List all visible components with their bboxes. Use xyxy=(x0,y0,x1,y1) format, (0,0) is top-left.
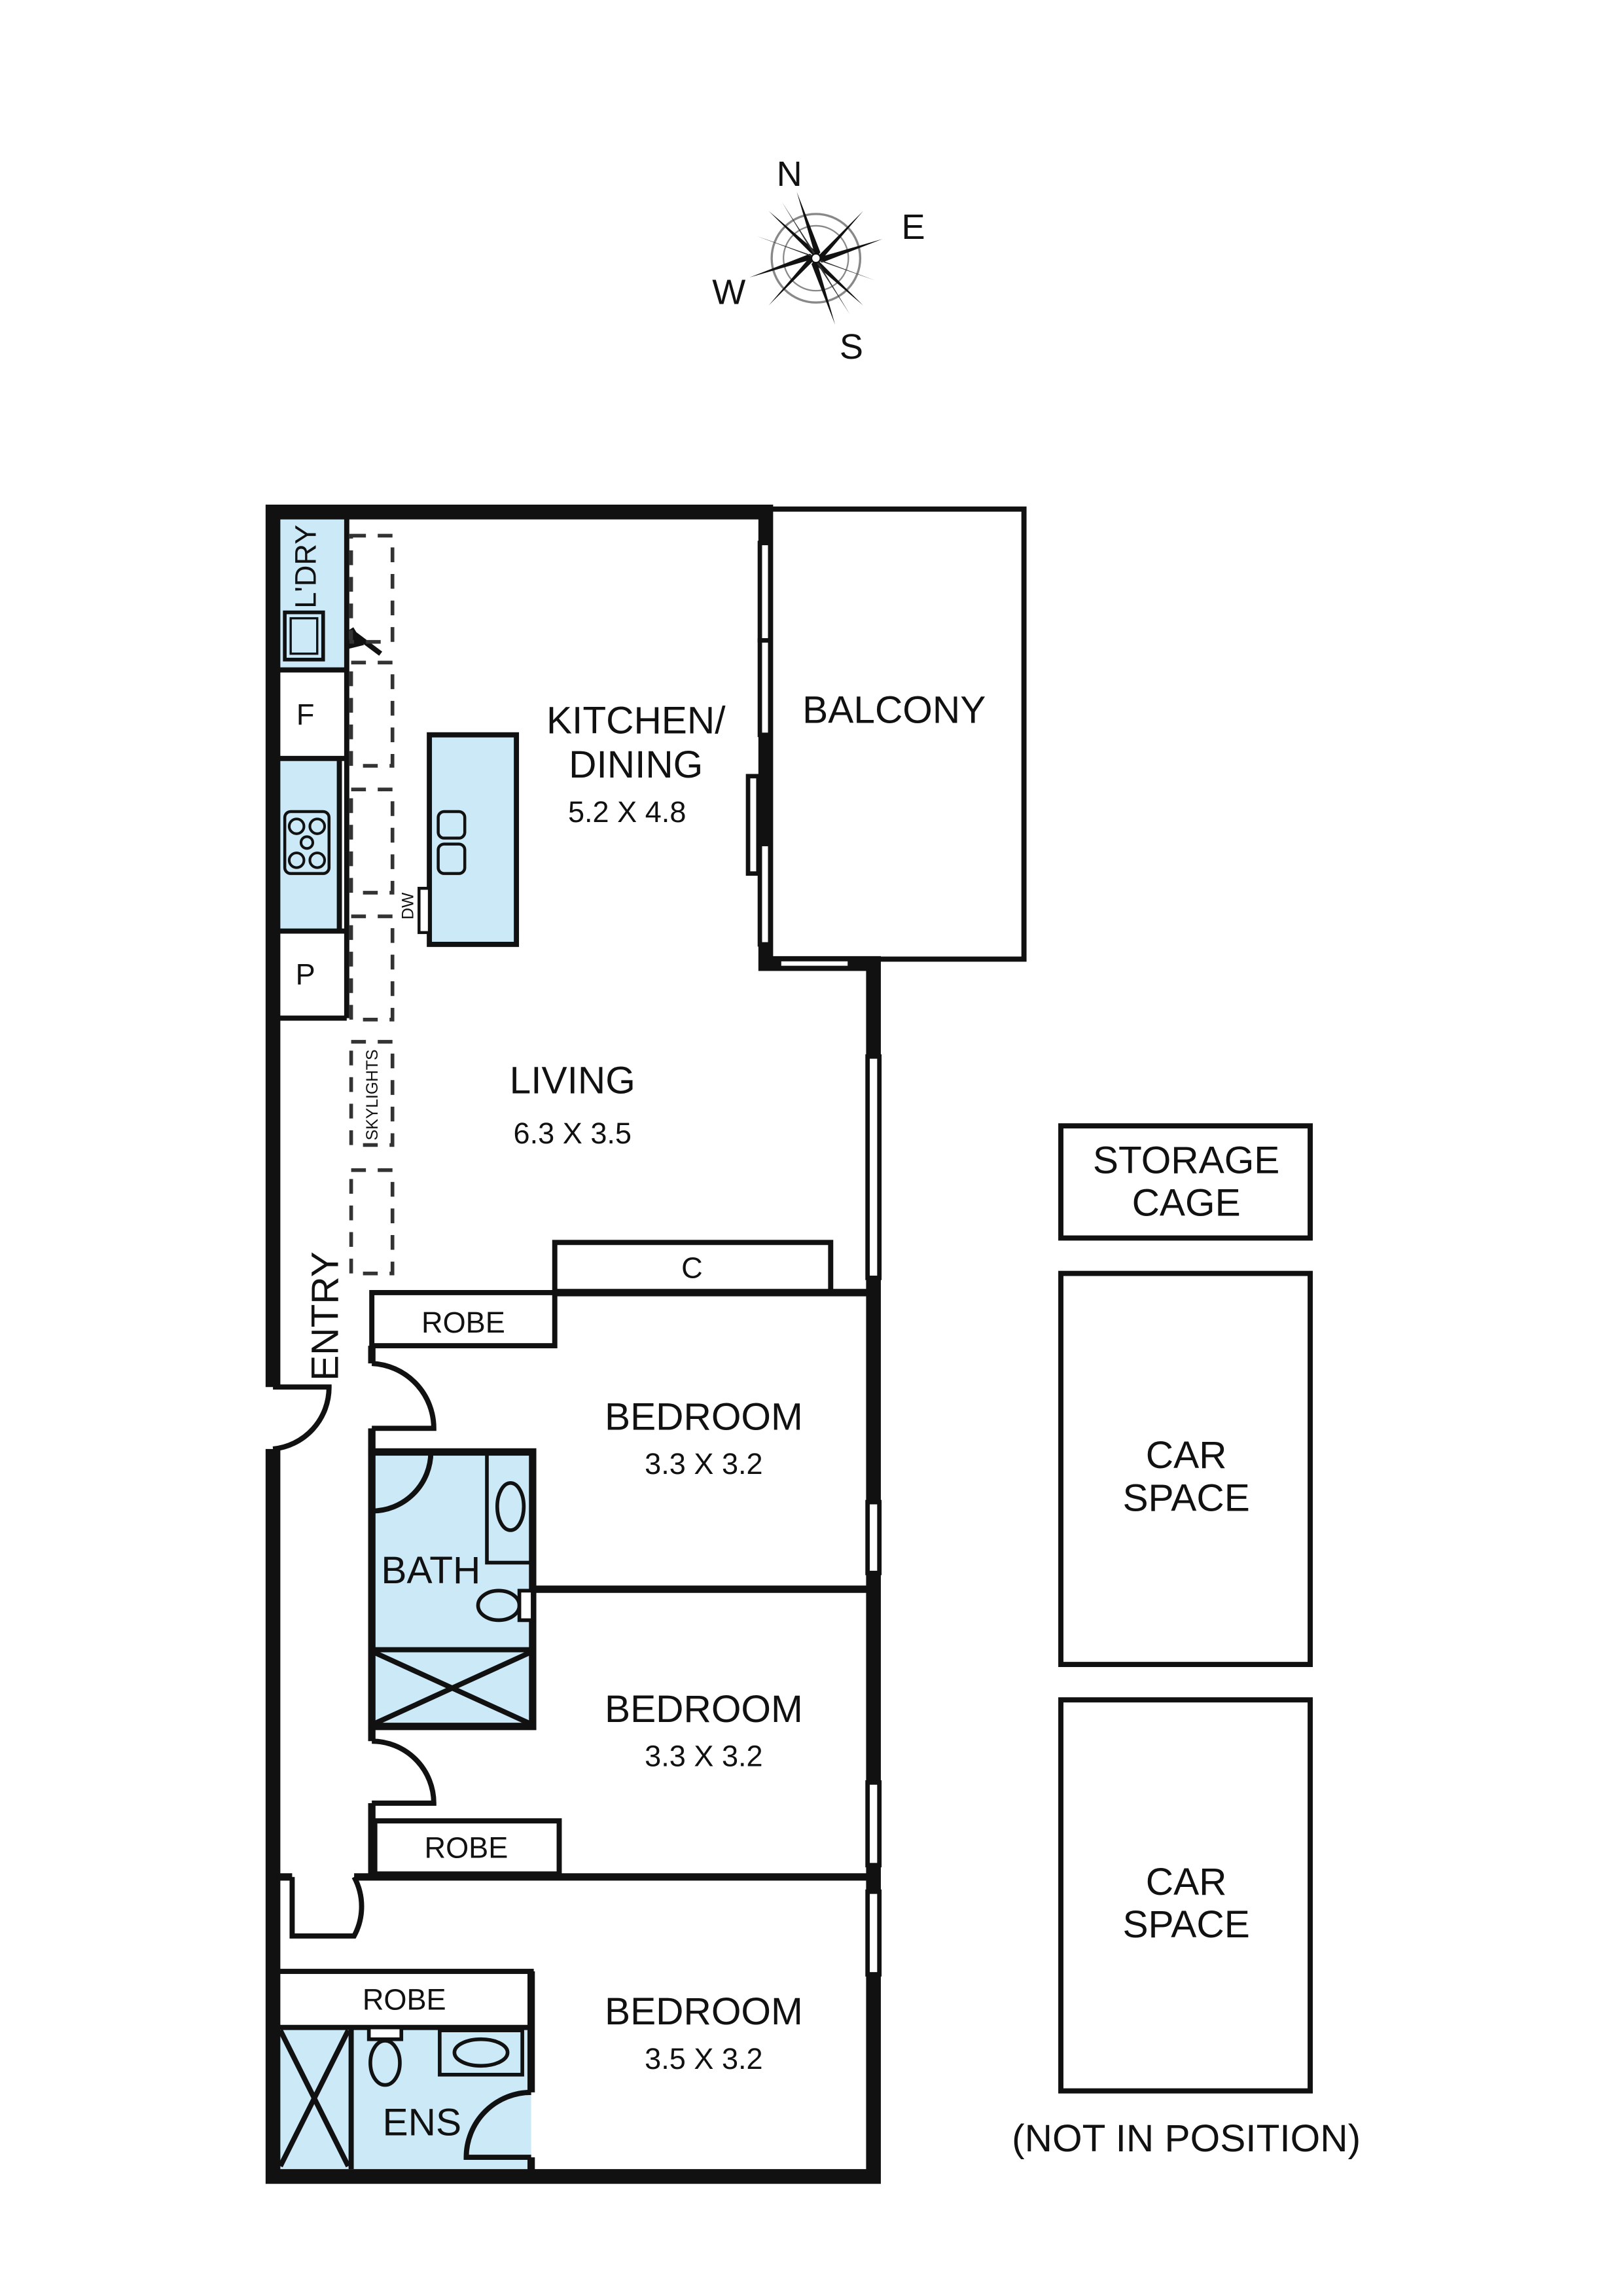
kitchen-dims: 5.2 X 4.8 xyxy=(568,795,686,829)
living-dims: 6.3 X 3.5 xyxy=(514,1117,632,1150)
cooktop-icon xyxy=(283,810,331,875)
ensuite-shower-icon xyxy=(277,2029,351,2168)
not-in-position-note: (NOT IN POSITION) xyxy=(1012,2117,1361,2160)
compass-west: W xyxy=(712,272,745,312)
ensuite-fixtures xyxy=(277,2025,524,2168)
car1-label-line2: SPACE xyxy=(1122,1477,1249,1520)
bath-label: BATH xyxy=(381,1549,480,1592)
skylights xyxy=(349,533,395,1276)
sink-icon xyxy=(437,810,467,840)
balcony-label: BALCONY xyxy=(802,689,986,732)
kitchen-label-line2: DINING xyxy=(569,744,703,786)
bedroom1-label: BEDROOM xyxy=(605,1396,803,1439)
bath-fill xyxy=(372,1452,533,1727)
bedroom2-label: BEDROOM xyxy=(605,1688,803,1731)
car2-label-line1: CAR xyxy=(1146,1861,1227,1903)
skylights-label: SKYLIGHTS xyxy=(364,1049,382,1140)
storage-cage xyxy=(1058,1123,1313,1241)
bedroom3-dims: 3.5 X 3.2 xyxy=(645,2042,762,2075)
compass-east: E xyxy=(902,207,925,247)
bedroom3-label: BEDROOM xyxy=(605,1990,803,2033)
compass-south: S xyxy=(840,327,863,367)
bedroom1-dims: 3.3 X 3.2 xyxy=(645,1447,762,1480)
balcony-outline xyxy=(763,506,1027,962)
living-windows xyxy=(865,1054,882,1977)
dishwasher xyxy=(418,886,431,935)
car1-label-line1: CAR xyxy=(1146,1434,1227,1477)
fridge-label: F xyxy=(296,698,315,731)
kitchen-label-line1: KITCHEN/ xyxy=(546,699,726,742)
robe2-label: ROBE xyxy=(425,1831,508,1864)
vanity xyxy=(485,1450,535,1565)
bath-fixtures xyxy=(374,1450,535,1726)
kitchen-island xyxy=(418,732,520,947)
door-swings xyxy=(272,1361,531,2161)
robe3-label: ROBE xyxy=(363,1983,446,2017)
laundry-label: L'DRY xyxy=(289,525,322,609)
ensuite-toilet-icon xyxy=(368,2039,402,2087)
compass-north: N xyxy=(777,154,802,194)
storage-label-line1: STORAGE xyxy=(1093,1139,1280,1181)
room-labels: L'DRY F P DW SKYLIGHTS KITCHEN/ DINING 5… xyxy=(289,525,986,2144)
car2-label-line2: SPACE xyxy=(1122,1903,1249,1946)
interior-walls xyxy=(274,1240,874,2177)
basin-icon xyxy=(495,1480,526,1532)
car-space-2 xyxy=(1058,1697,1313,2094)
living-label: LIVING xyxy=(510,1060,635,1102)
pantry-label: P xyxy=(296,958,315,991)
storage-label-line2: CAGE xyxy=(1132,1182,1241,1225)
compass-rose: N E S W xyxy=(712,154,925,367)
ensuite-label: ENS xyxy=(383,2101,462,2144)
outbuildings: STORAGE CAGE CAR SPACE CAR SPACE (NOT IN… xyxy=(1012,1123,1361,2160)
ensuite-fill xyxy=(277,2027,531,2170)
car-space-1 xyxy=(1058,1270,1313,1668)
shower-icon xyxy=(374,1650,531,1726)
cupboard-label: C xyxy=(681,1251,703,1284)
entry-label: ENTRY xyxy=(304,1251,346,1381)
balcony-doors xyxy=(745,541,852,971)
robe1-label: ROBE xyxy=(421,1306,505,1339)
dishwasher-label: DW xyxy=(399,892,417,920)
bedroom2-dims: 3.3 X 3.2 xyxy=(645,1740,762,1773)
ensuite-vanity xyxy=(438,2028,524,2077)
ensuite-basin-icon xyxy=(452,2037,510,2068)
